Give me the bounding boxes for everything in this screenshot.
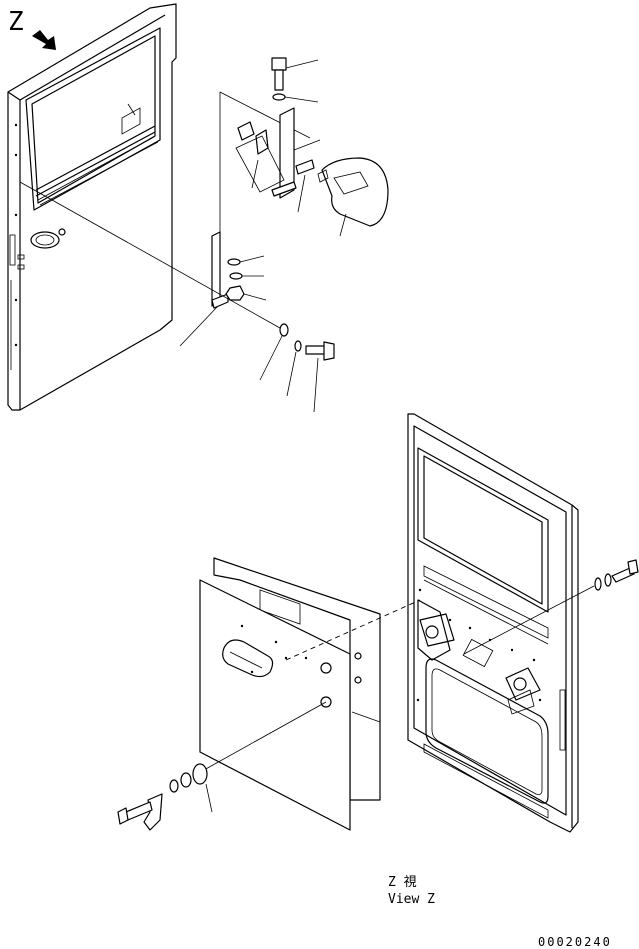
hinge-assembly-top [19, 57, 389, 413]
view-caption-jp: Z 視 [388, 875, 417, 890]
assembly-line [285, 599, 421, 661]
door-interior-frame [407, 413, 579, 833]
washer-icon [272, 93, 286, 101]
view-caption-en: View Z [388, 892, 435, 907]
bolt-icon [271, 57, 287, 91]
door-exterior-panel [7, 3, 177, 411]
bolt-icon [305, 341, 335, 361]
fastener-bottom-left [117, 701, 327, 831]
drawing-number: 00020240 [538, 935, 612, 949]
lock-mechanism [417, 599, 541, 715]
trim-panel-front [199, 579, 351, 831]
fastener-right [463, 559, 639, 655]
view-marker-letter: Z [8, 7, 24, 37]
hinge-cover-icon [317, 157, 389, 227]
view-direction-arrow [32, 30, 56, 50]
nut-icon [225, 285, 245, 301]
